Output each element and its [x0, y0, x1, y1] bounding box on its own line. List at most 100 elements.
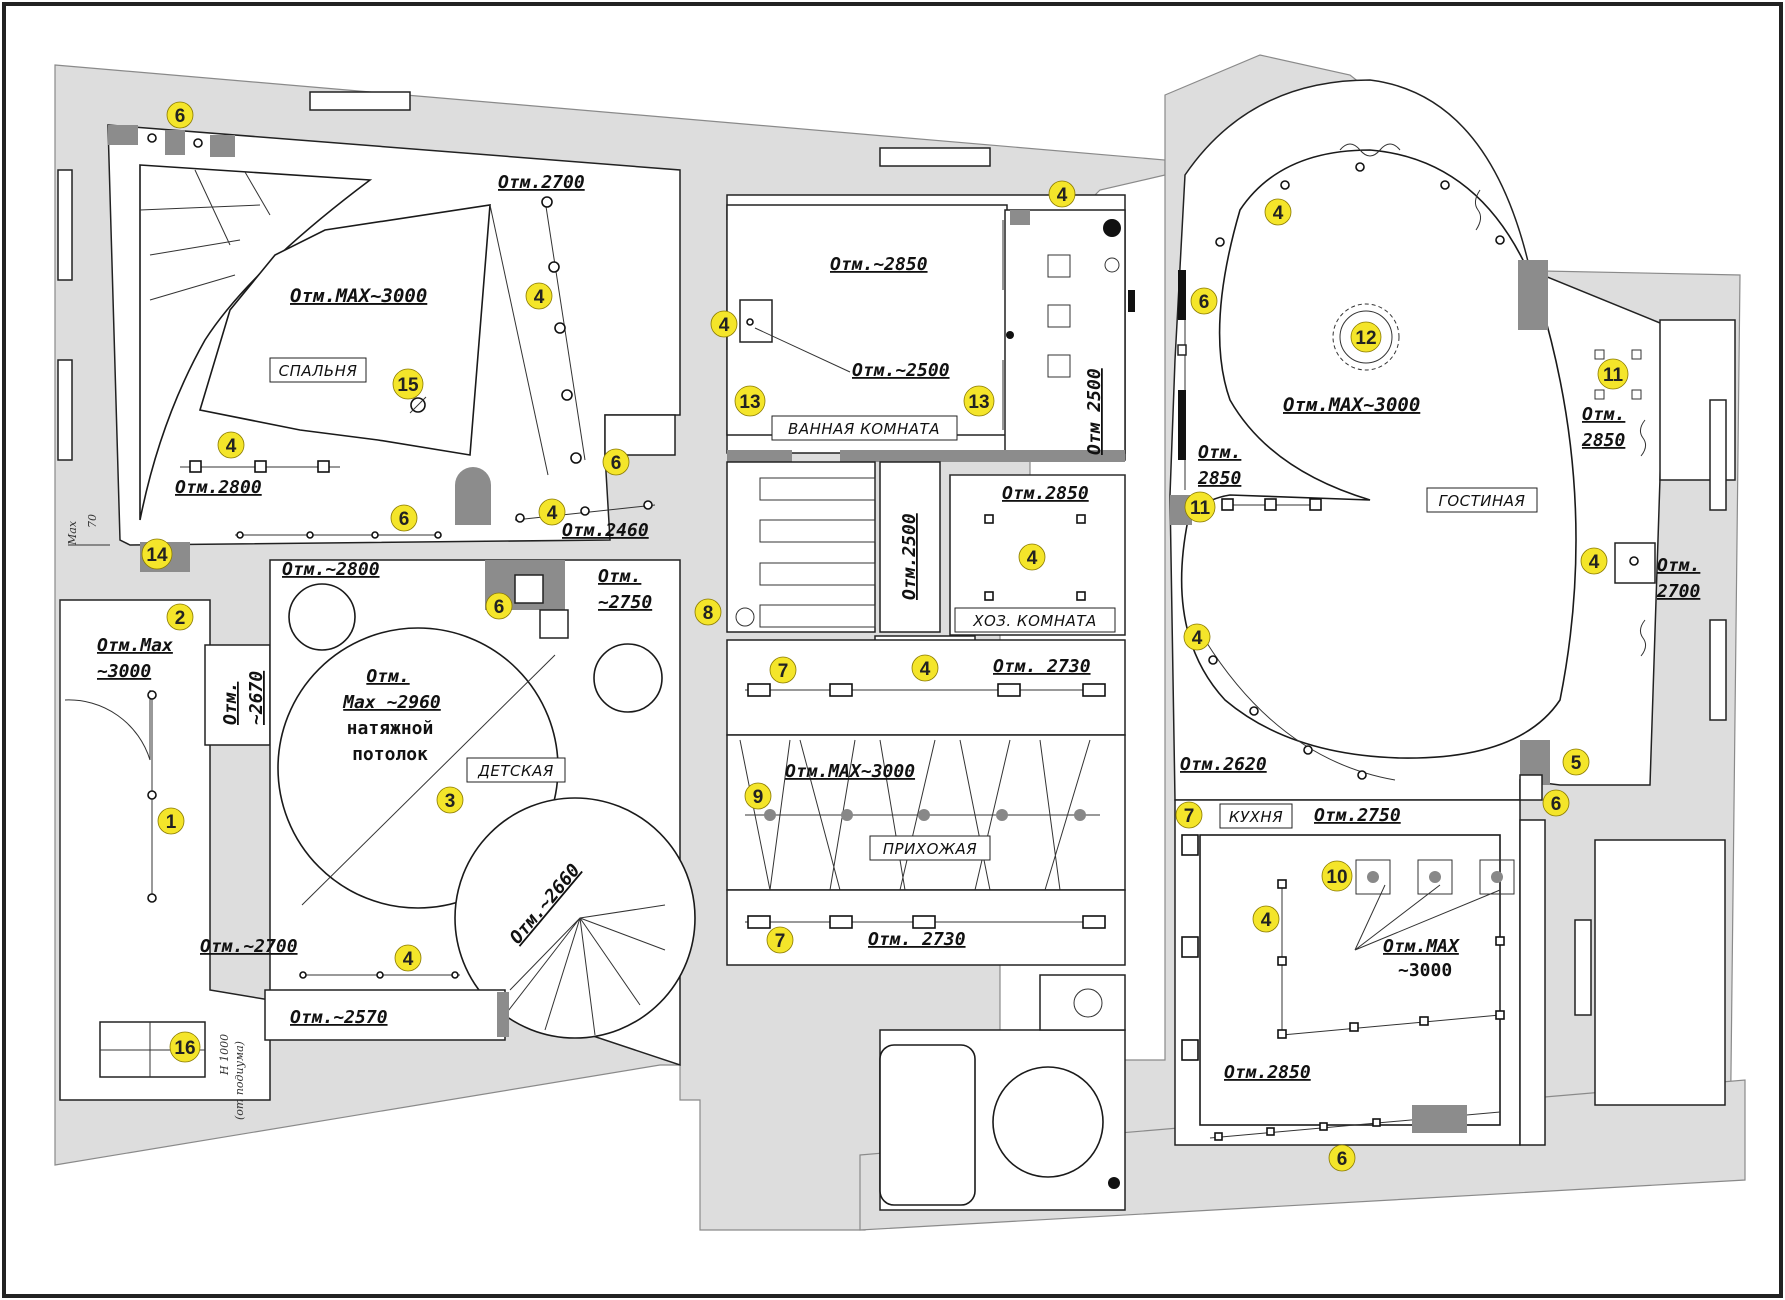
badge-number: 4 [1273, 203, 1284, 224]
badge-number: 7 [1184, 806, 1195, 827]
badge-b13-left: 13 [734, 385, 766, 417]
room-label-bedroom: СПАЛЬНЯ [279, 362, 358, 380]
badge-circle [694, 598, 722, 626]
room-label-hallway: ПРИХОЖАЯ [883, 840, 978, 858]
badge-b6-nursery: 6 [485, 592, 513, 620]
badge-circle [744, 782, 772, 810]
level-bedroom-2800: Отм.2800 [175, 477, 262, 498]
level-left-max-a: Отм.Max [97, 635, 173, 656]
badge-number: 4 [1589, 552, 1600, 573]
badge-number: 6 [175, 106, 186, 127]
badge-number: 4 [719, 315, 730, 336]
badge-b6-living-left: 6 [1190, 287, 1218, 315]
badge-circle [485, 592, 513, 620]
badge-circle [217, 431, 245, 459]
badge-number: 4 [547, 503, 558, 524]
bedroom-ceiling-wedge [139, 164, 373, 521]
level-corridor-2670-a: Отм. [220, 682, 241, 725]
badge-b1: 1 [157, 807, 185, 835]
level-bedroom-2460: Отм.2460 [562, 520, 649, 541]
badge-circle [169, 1031, 201, 1063]
living-room-area [1169, 79, 1666, 801]
badge-circle [538, 498, 566, 526]
level-nursery-2750-a: Отм. [598, 566, 641, 587]
badge-number: 8 [703, 603, 714, 624]
badge-b6-bed-door: 6 [602, 448, 630, 476]
badge-number: 7 [778, 661, 789, 682]
level-hall-max: Отм.MAX~3000 [785, 761, 915, 782]
level-kitchen-max-b: ~3000 [1398, 960, 1452, 981]
badge-circle [166, 101, 194, 129]
badge-b15: 15 [392, 368, 424, 400]
badge-b8: 8 [694, 598, 722, 626]
badge-b16: 16 [169, 1031, 201, 1063]
note-podium-b: (от подиума) [233, 1041, 246, 1120]
level-living-2700-b: 2700 [1656, 581, 1701, 602]
bedroom-lamps-bottom [189, 460, 330, 473]
badge-circle [1190, 287, 1218, 315]
badge-b4-bath-left: 4 [710, 310, 738, 338]
living-ceiling-oval [1180, 149, 1577, 759]
badge-circle [525, 282, 553, 310]
badge-b4-hall-top: 4 [911, 654, 939, 682]
note-max-label: Max [66, 520, 79, 546]
badge-number: 12 [1355, 328, 1376, 349]
bedroom-lamps-right [541, 196, 582, 464]
badge-circle [1350, 321, 1382, 353]
badge-b4-bed-bottom: 4 [217, 431, 245, 459]
level-nursery-max-a: Отм. [366, 666, 409, 687]
badge-circle [436, 786, 464, 814]
badge-number: 4 [1192, 628, 1203, 649]
level-shower-2500: Отм 2500 [1084, 368, 1105, 455]
level-nursery-max-d: потолок [352, 744, 428, 765]
badge-b12: 12 [1350, 321, 1382, 353]
level-kitchen-max-a: Отм.MAX [1383, 936, 1460, 957]
badge-circle [734, 385, 766, 417]
badge-b11-right: 11 [1597, 358, 1629, 390]
level-bath-2500: Отм.~2500 [852, 360, 950, 381]
level-kitchen-2850: Отм.2850 [1224, 1062, 1311, 1083]
badge-circle [1580, 547, 1608, 575]
badge-number: 7 [775, 931, 786, 952]
badge-b5: 5 [1562, 748, 1590, 776]
side-notes: Max 70 H 1000 (от подиума) [66, 514, 246, 1120]
level-living-2620: Отм.2620 [1180, 754, 1267, 775]
badge-number: 16 [174, 1038, 195, 1059]
badge-b3: 3 [436, 786, 464, 814]
badge-circle [963, 385, 995, 417]
badge-circle [141, 538, 173, 570]
level-left-max-b: ~3000 [97, 661, 151, 682]
level-closet-2500: Отм.2500 [899, 513, 920, 600]
badge-number: 6 [1337, 1149, 1348, 1170]
badge-b4-bed-2460: 4 [538, 498, 566, 526]
level-bath-2850: Отм.~2850 [830, 254, 928, 275]
badge-b4-living-right: 4 [1580, 547, 1608, 575]
badge-b2: 2 [166, 603, 194, 631]
badge-number: 2 [175, 608, 186, 629]
badge-b4-kitchen: 4 [1252, 905, 1280, 933]
badge-circle [1597, 358, 1629, 390]
badge-b6-living-corner: 6 [1542, 789, 1570, 817]
badge-number: 6 [611, 453, 622, 474]
badge-number: 15 [397, 375, 419, 396]
badge-b4-utility: 4 [1018, 543, 1046, 571]
badge-b7-kitchen: 7 [1175, 801, 1203, 829]
left-corridor [59, 542, 271, 1101]
badge-number: 11 [1190, 498, 1211, 519]
badge-b4-bath-top: 4 [1048, 180, 1076, 208]
badge-b4-living-top: 4 [1264, 198, 1292, 226]
level-nursery-max-c: натяжной [347, 718, 434, 739]
level-living-right-2850-b: 2850 [1581, 430, 1626, 451]
level-nursery-2700: Отм.~2700 [200, 936, 298, 957]
badge-circle [394, 944, 422, 972]
badge-circle [1542, 789, 1570, 817]
level-hall-2730-top: Отм. 2730 [993, 656, 1091, 677]
nursery-area [264, 559, 696, 1067]
badge-b11-left: 11 [1184, 491, 1216, 523]
badge-circle [766, 926, 794, 954]
badge-number: 13 [739, 392, 760, 413]
badge-circle [392, 368, 424, 400]
badge-circle [1328, 1144, 1356, 1172]
windows [57, 91, 1727, 1016]
